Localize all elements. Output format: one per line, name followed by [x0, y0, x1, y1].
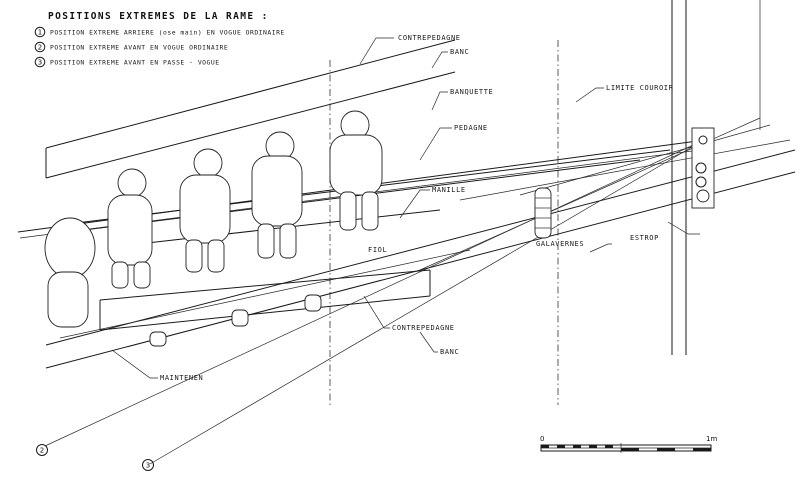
label-contrepedagne-top: CONTREPEDAGNE: [398, 34, 461, 42]
oarsman: [179, 148, 231, 273]
marker-position-2: [36, 444, 48, 456]
scale-start-label: 0: [540, 435, 544, 443]
legend-marker-3: [34, 56, 46, 68]
tholepin-assembly: [534, 127, 715, 239]
label-limite-couroir: LIMITE COUROIR: [606, 84, 674, 92]
scale-end-label: 1m: [706, 435, 717, 443]
annotations: CONTREPEDAGNE BANC BANQUETTE PEDAGNE MAN…: [160, 34, 674, 382]
leader-lines: [111, 37, 700, 379]
label-manille: MANILLE: [432, 186, 466, 194]
label-maintenen: MAINTENEN: [160, 374, 203, 382]
legend-text-3: POSITION EXTREME AVANT EN PASSE - VOGUE: [50, 59, 220, 67]
label-banc-top: BANC: [450, 48, 469, 56]
svg-text:3: 3: [146, 462, 150, 470]
label-estrop: ESTROP: [630, 234, 659, 242]
oarsman: [329, 110, 383, 231]
label-banquette: BANQUETTE: [450, 88, 493, 96]
reference-lines: [329, 0, 761, 405]
oarsman: [251, 131, 303, 259]
label-pedagne: PEDAGNE: [454, 124, 488, 132]
hull-structure: [45, 39, 796, 369]
marker-position-3: [142, 459, 154, 471]
label-galavernes: GALAVERNES: [536, 240, 584, 248]
oarsmen: [44, 110, 383, 347]
svg-text:1: 1: [38, 29, 42, 37]
label-fiol: FIOL: [368, 246, 387, 254]
oarsman: [107, 168, 153, 289]
legend-text-1: POSITION EXTREME ARRIERE (ose main) EN V…: [50, 29, 285, 37]
legend: 1 POSITION EXTREME ARRIERE (ose main) EN…: [34, 26, 285, 68]
label-banc-bottom: BANC: [440, 348, 459, 356]
legend-item-1: 1 POSITION EXTREME ARRIERE (ose main) EN…: [34, 26, 285, 38]
label-contrepedagne-bottom: CONTREPEDAGNE: [392, 324, 455, 332]
foot: [304, 294, 322, 312]
oar-position-markers: 2 3: [36, 444, 154, 471]
diagram-title: POSITIONS EXTREMES DE LA RAME :: [48, 11, 269, 22]
legend-item-2: 2 POSITION EXTREME AVANT EN VOGUE ORDINA…: [34, 41, 228, 53]
legend-item-3: 3 POSITION EXTREME AVANT EN PASSE - VOGU…: [34, 56, 220, 68]
svg-text:3: 3: [38, 59, 42, 67]
legend-text-2: POSITION EXTREME AVANT EN VOGUE ORDINAIR…: [50, 44, 228, 52]
legend-marker-2: [34, 41, 46, 53]
foot: [149, 331, 167, 347]
svg-text:2: 2: [38, 44, 42, 52]
svg-text:2: 2: [40, 447, 44, 455]
scale-bar: 0 1m: [540, 435, 717, 453]
foot: [231, 309, 249, 327]
oarsman: [44, 217, 96, 328]
legend-marker-1: [34, 26, 46, 38]
